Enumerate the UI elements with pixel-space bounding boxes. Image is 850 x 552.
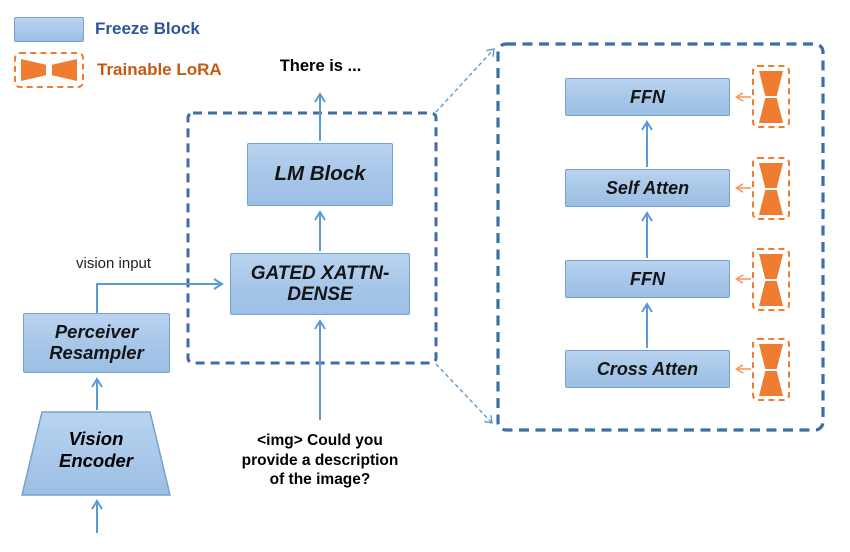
lora-trapezoid-down-icon xyxy=(759,344,783,369)
vision-encoder-label: Vision Encoder xyxy=(22,428,170,472)
lm-block-label: LM Block xyxy=(274,162,366,186)
ffn-top-block: FFN xyxy=(565,78,730,116)
lora-module-cross-atten xyxy=(752,338,790,401)
ffn-top-label: FFN xyxy=(630,86,665,107)
lora-module-ffn-top xyxy=(752,65,790,128)
vision-encoder-line-2: Encoder xyxy=(58,450,134,472)
gated-label-line-1: GATED XATTN- xyxy=(250,262,390,284)
vision-input-label: vision input xyxy=(76,255,152,272)
gated-xattn-dense-block: GATED XATTN- DENSE xyxy=(230,253,410,315)
lora-trapezoid-down-icon xyxy=(759,163,783,188)
expand-connector-top xyxy=(435,48,495,113)
self-atten-block: Self Atten xyxy=(565,169,730,207)
lora-trapezoid-up-icon xyxy=(759,281,783,306)
lora-trapezoid-down-icon xyxy=(759,71,783,96)
freeze-block-swatch xyxy=(14,17,84,42)
arrow-vision-input xyxy=(96,278,224,313)
lora-trapezoid-down-icon xyxy=(759,254,783,279)
lora-trapezoid-up-icon xyxy=(759,98,783,123)
lora-module-self-atten xyxy=(752,157,790,220)
cross-atten-block: Cross Atten xyxy=(565,350,730,388)
lora-trapezoid-up-icon xyxy=(759,371,783,396)
prompt-text: <img> Could you provide a description of… xyxy=(225,431,415,490)
output-text: There is ... xyxy=(279,57,362,75)
freeze-block-legend-label: Freeze Block xyxy=(95,19,200,38)
trainable-lora-legend-label: Trainable LoRA xyxy=(97,60,222,79)
lora-bowtie-left-icon xyxy=(21,59,46,81)
perceiver-label-line-2: Resampler xyxy=(49,342,144,363)
ffn-bottom-block: FFN xyxy=(565,260,730,298)
trainable-lora-swatch xyxy=(14,52,84,88)
expand-connector-bottom xyxy=(435,363,493,424)
prompt-line-3: of the image? xyxy=(269,471,371,488)
vision-encoder-line-1: Vision xyxy=(68,428,124,449)
gated-label-line-2: DENSE xyxy=(287,284,353,305)
ffn-bottom-label: FFN xyxy=(630,268,665,289)
perceiver-resampler-block: Perceiver Resampler xyxy=(23,313,170,373)
prompt-line-1: <img> Could you xyxy=(257,432,383,449)
prompt-line-2: provide a description xyxy=(241,451,399,469)
self-atten-label: Self Atten xyxy=(605,177,690,198)
lora-trapezoid-up-icon xyxy=(759,190,783,215)
lora-bowtie-right-icon xyxy=(52,59,77,81)
perceiver-label-line-1: Perceiver xyxy=(54,321,139,343)
lm-block: LM Block xyxy=(247,143,393,206)
cross-atten-label: Cross Atten xyxy=(596,358,699,379)
lora-module-ffn-bottom xyxy=(752,248,790,311)
